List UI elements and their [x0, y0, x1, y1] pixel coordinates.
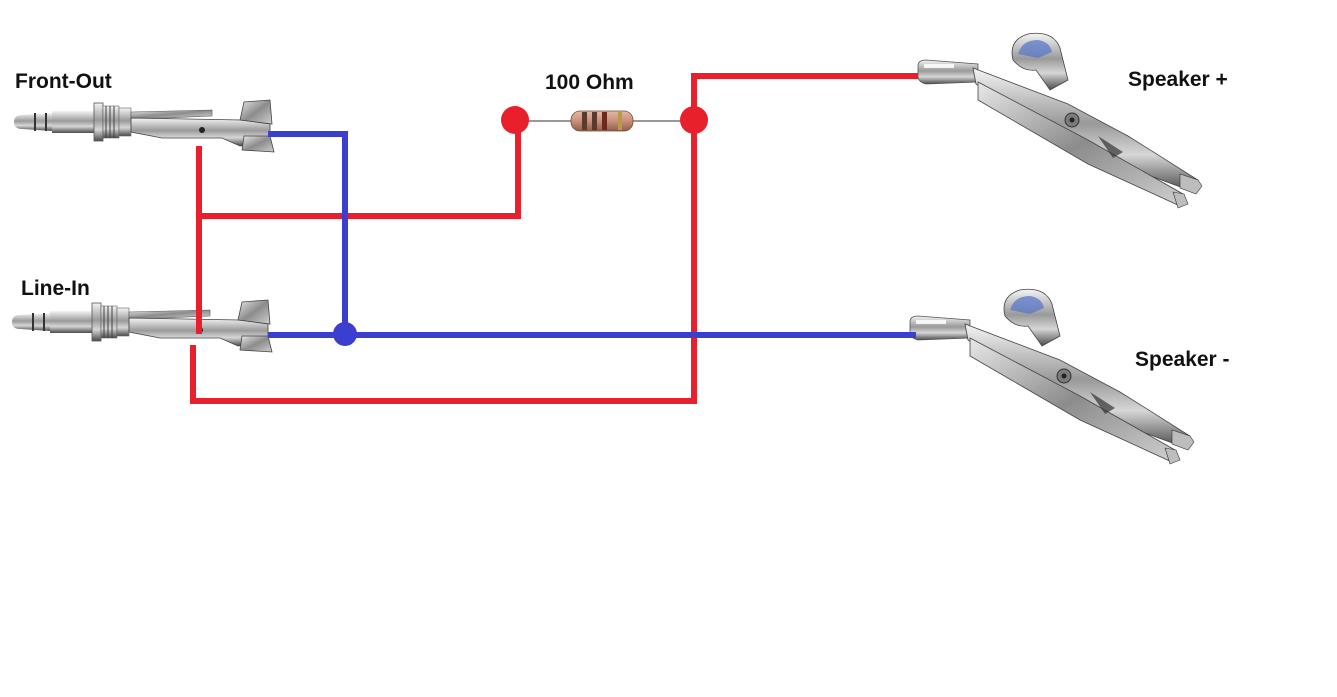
alligator-clip-plus-icon — [917, 32, 1203, 209]
label-resistor: 100 Ohm — [545, 71, 634, 94]
alligator-clip-minus-icon — [909, 288, 1195, 465]
wire-red-front-out-to-resistor — [196, 121, 521, 219]
label-line-in: Line-In — [21, 277, 90, 300]
label-speaker-plus: Speaker + — [1128, 68, 1228, 91]
wire-blue-front-out-ground — [268, 131, 348, 335]
junction-dot-ground — [333, 322, 357, 346]
jack-line-in-icon — [11, 299, 273, 353]
junction-dot-resistor-left — [501, 106, 529, 134]
label-speaker-minus: Speaker - — [1135, 348, 1230, 371]
jack-front-out-icon — [13, 99, 275, 153]
wire-red-line-in-to-speaker-plus — [190, 73, 918, 404]
label-front-out: Front-Out — [15, 70, 112, 93]
resistor-icon — [516, 110, 695, 132]
junction-dot-resistor-right — [680, 106, 708, 134]
